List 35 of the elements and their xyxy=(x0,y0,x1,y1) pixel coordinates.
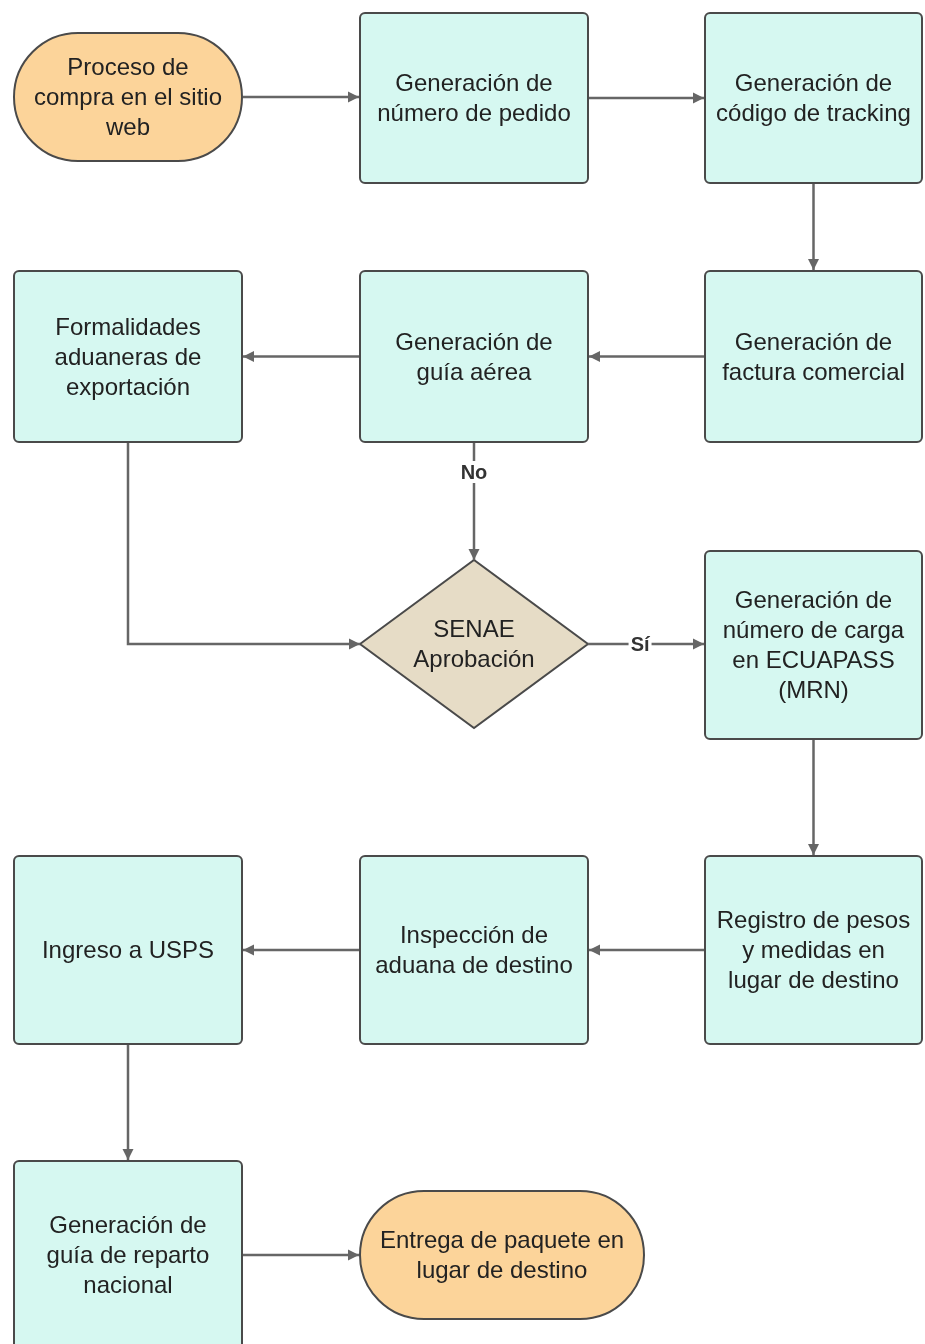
arrow xyxy=(243,1249,359,1261)
process-box xyxy=(359,855,589,1045)
process-box xyxy=(704,550,923,740)
arrow xyxy=(589,92,704,104)
arrow xyxy=(122,1045,134,1160)
node-label: Inspección de aduana de destino xyxy=(374,920,574,980)
node-label: Generación de guía aérea xyxy=(394,326,554,387)
arrow xyxy=(588,638,704,650)
arrow xyxy=(243,350,359,363)
arrow xyxy=(126,443,360,650)
arrow xyxy=(243,91,359,103)
process-box xyxy=(704,12,923,184)
node-label: Proceso de compra en el sitio web xyxy=(32,52,224,142)
node-label: Generación de número de carga en ECUAPASS (MRN) xyxy=(721,585,906,705)
node-label: Generación de guía de reparto nacional xyxy=(45,1210,211,1300)
arrow xyxy=(807,740,820,855)
process-box xyxy=(359,12,589,184)
node-label: Generación de número de pedido xyxy=(376,68,572,128)
arrow xyxy=(243,944,359,956)
process-box xyxy=(13,270,243,443)
arrow xyxy=(589,350,704,363)
node-label: Generación de factura comercial xyxy=(721,326,906,387)
node-label: Ingreso a USPS xyxy=(41,935,215,965)
node-label: SENAE Aprobación xyxy=(412,614,536,674)
arrow xyxy=(807,184,820,270)
process-box xyxy=(359,270,589,443)
node-label: Registro de pesos y medidas en lugar de destino xyxy=(716,905,911,995)
process-box xyxy=(704,855,923,1045)
node-label: Formalidades aduaneras de exportación xyxy=(53,311,203,402)
arrow xyxy=(589,944,704,956)
process-box xyxy=(704,270,923,443)
node-label: Generación de código de tracking xyxy=(716,68,911,128)
process-box xyxy=(13,1160,243,1344)
process-box xyxy=(13,855,243,1045)
node-label: Entrega de paquete en lugar de destino xyxy=(378,1225,626,1285)
